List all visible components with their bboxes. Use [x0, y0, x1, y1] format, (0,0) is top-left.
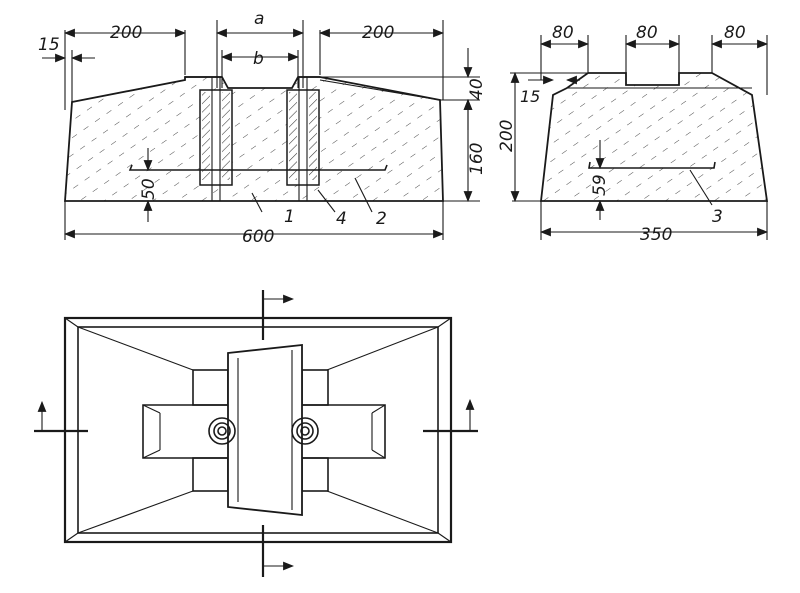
part-2-label: 2: [376, 209, 387, 229]
dim-160-label: 160: [467, 143, 487, 175]
side-dim-350-label: 350: [640, 225, 672, 245]
section-marker-bottom: [261, 525, 295, 577]
dim-50-label: 50: [139, 178, 159, 200]
dim-b-label: b: [253, 49, 264, 69]
section-marker-right: [423, 398, 478, 433]
part-1-label: 1: [284, 207, 295, 227]
plan-bolt-left: [208, 417, 236, 445]
plan-view: [34, 290, 478, 577]
side-rebar: [588, 161, 716, 169]
side-dim-80-mid-label: 80: [636, 23, 658, 43]
dim-a-label: a: [254, 9, 264, 29]
section-marker-left: [34, 400, 88, 433]
side-dim-59-label: 59: [590, 174, 610, 196]
side-view: 80 80 80 15 200 59 350 3: [497, 23, 769, 245]
side-dim-80-left-label: 80: [552, 23, 574, 43]
front-rebar: [128, 164, 388, 171]
plan-bolt-right: [291, 417, 319, 445]
front-body-outline: [64, 76, 444, 202]
dim-200-right-label: 200: [362, 23, 394, 43]
side-dim-15-label: 15: [520, 87, 540, 106]
part-3-label: 3: [712, 207, 723, 227]
dim-15-label: 15: [38, 35, 60, 55]
dim-40-label: 40: [467, 78, 487, 100]
part-4-label: 4: [336, 209, 347, 229]
dim-200-left-label: 200: [110, 23, 142, 43]
side-body-outline: [539, 72, 769, 202]
bolt-left: [199, 77, 233, 201]
plan-central-block: [227, 343, 303, 517]
bolt-right: [286, 77, 320, 201]
dim-600-label: 600: [242, 227, 274, 247]
side-dim-80-right-label: 80: [724, 23, 746, 43]
section-marker-top: [261, 290, 295, 340]
side-dim-200-label: 200: [497, 120, 517, 152]
front-view: 15 200 a b 200 40 160 50 600 1 4 2: [38, 9, 487, 247]
